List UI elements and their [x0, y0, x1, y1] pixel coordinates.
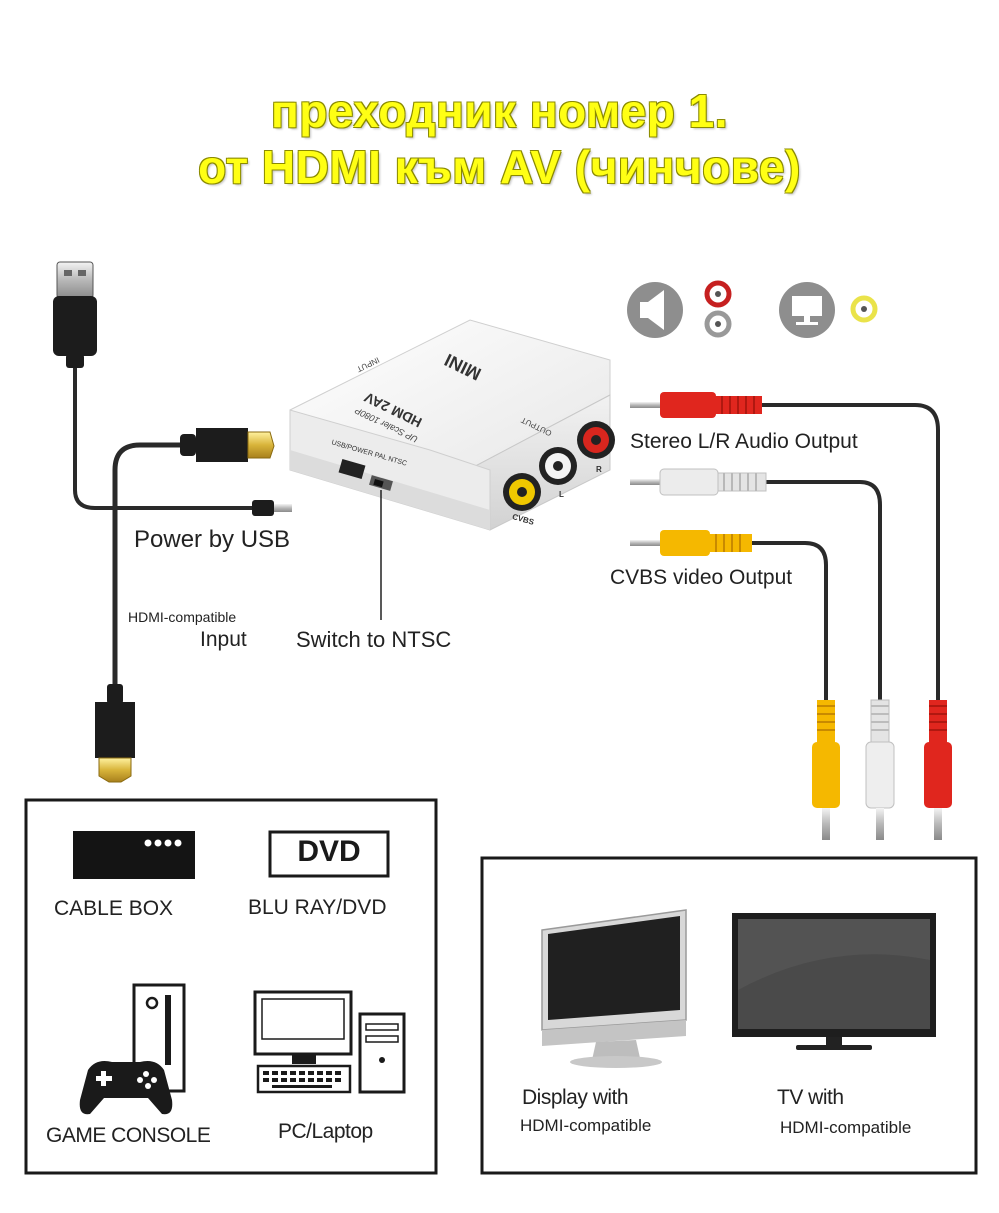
cable-box-label: CABLE BOX	[54, 897, 174, 920]
rca-cable-white	[765, 480, 882, 700]
tv-label-2: HDMI-compatible	[780, 1118, 912, 1137]
converter-box	[289, 319, 615, 531]
game-console-label: GAME CONSOLE	[46, 1124, 211, 1147]
speaker-icon	[627, 282, 683, 338]
device-port-l: L	[559, 490, 564, 499]
hdmi-plug-icon	[180, 428, 275, 462]
hdmi-input-label-1: HDMI-compatible	[128, 609, 237, 625]
rca-plug-red-h	[630, 392, 762, 418]
display-label-2: HDMI-compatible	[520, 1116, 652, 1135]
pc-icon	[253, 990, 406, 1094]
video-jack-icon	[850, 295, 878, 323]
stereo-label: Stereo L/R Audio Output	[630, 430, 858, 453]
audio-jack-icons	[704, 280, 732, 338]
hdmi-plug-bottom-icon	[95, 684, 135, 783]
usb-cable	[73, 350, 258, 510]
pc-label: PC/Laptop	[278, 1120, 373, 1143]
rca-plug-white-v	[865, 699, 895, 840]
cable-box-icon	[73, 831, 195, 879]
switch-label: Switch to NTSC	[296, 627, 452, 652]
display-label-1: Display with	[522, 1086, 629, 1109]
rca-cable-yellow	[750, 541, 828, 700]
rca-plug-yellow-v	[812, 700, 840, 840]
tv-label-1: TV with	[777, 1086, 844, 1109]
rca-plug-white-h	[630, 468, 767, 496]
hdmi-input-label-2: Input	[200, 628, 247, 651]
usb-plug-icon	[53, 261, 97, 368]
tv-icon	[732, 913, 936, 1050]
power-barrel-plug	[252, 500, 292, 516]
power-label: Power by USB	[134, 526, 291, 553]
rca-plug-red-v	[924, 700, 952, 840]
blu-ray-label: BLU RAY/DVD	[248, 896, 387, 919]
cvbs-label: CVBS video Output	[610, 566, 793, 589]
rca-plug-yellow-h	[630, 530, 752, 556]
rca-jack-icon	[503, 421, 615, 511]
hdmi-cable	[112, 442, 190, 690]
title-line-1: преходник номер 1.	[271, 85, 728, 137]
device-port-r: R	[596, 465, 602, 474]
dvd-logo-text: DVD	[297, 835, 361, 868]
monitor-icon	[779, 282, 835, 338]
desktop-monitor-icon	[541, 909, 687, 1068]
rca-cable-red	[760, 403, 940, 700]
title-line-2: от HDMI към AV (чинчове)	[198, 141, 801, 193]
gamepad-icon	[79, 1061, 173, 1115]
dvd-logo-icon	[268, 830, 390, 878]
